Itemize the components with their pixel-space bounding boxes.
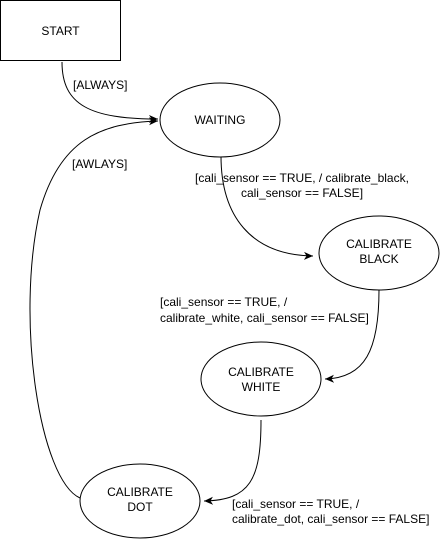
edge-label-black-to-white-line2: calibrate_white, cali_sensor == FALSE] [160, 311, 369, 325]
edge-label-white-to-dot-line1: [cali_sensor == TRUE, / [232, 497, 360, 511]
state-waiting-label: WAITING [195, 113, 246, 127]
edge-label-start-to-waiting: [ALWAYS] [73, 78, 127, 92]
edge-calibrate-black-to-calibrate-white [324, 289, 380, 383]
edge-start-to-waiting [61, 61, 159, 123]
edge-label-waiting-to-black-line1: [cali_sensor == TRUE, / calibrate_black, [195, 171, 409, 185]
state-calibrate-black-label-line2: BLACK [359, 252, 398, 266]
edge-calibrate-white-to-calibrate-dot [203, 419, 262, 505]
state-calibrate-white-label-line1: CALIBRATE [228, 365, 294, 379]
state-start-box [0, 0, 121, 61]
state-calibrate-white-ellipse [200, 341, 322, 417]
edge-calibrate-dot-to-waiting [29, 117, 159, 499]
state-calibrate-white: CALIBRATE WHITE [200, 341, 322, 417]
state-calibrate-black: CALIBRATE BLACK [318, 215, 440, 291]
edge-waiting-to-calibrate-black [220, 155, 314, 260]
state-calibrate-dot: CALIBRATE DOT [79, 463, 201, 539]
state-calibrate-dot-ellipse [79, 463, 201, 539]
state-calibrate-dot-label-line1: CALIBRATE [107, 485, 173, 499]
state-calibrate-white-label-line2: WHITE [242, 380, 281, 394]
edge-label-black-to-white-line1: [cali_sensor == TRUE, / [160, 295, 288, 309]
edge-label-waiting-to-black-line2: cali_sensor == FALSE] [241, 186, 363, 200]
state-calibrate-black-ellipse [318, 215, 440, 291]
state-calibrate-dot-label-line2: DOT [127, 500, 153, 514]
state-calibrate-black-label-line1: CALIBRATE [346, 237, 412, 251]
state-waiting: WAITING [159, 82, 281, 158]
state-waiting-ellipse [159, 82, 281, 158]
edge-label-white-to-dot-line2: calibrate_dot, cali_sensor == FALSE] [232, 512, 429, 526]
edge-label-dot-to-waiting: [AWLAYS] [72, 157, 127, 171]
state-start-label: START [41, 24, 80, 38]
state-start: START [0, 0, 121, 61]
